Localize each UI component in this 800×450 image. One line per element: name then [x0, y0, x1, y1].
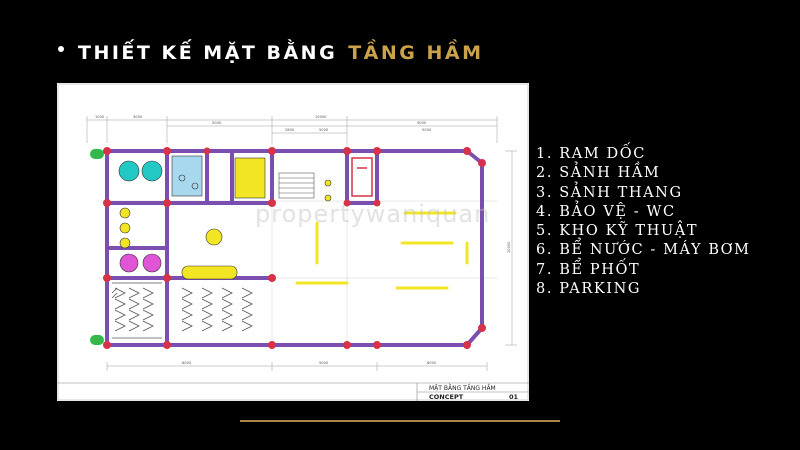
title-block: MẶT BẰNG TẦNG HẦM CONCEPT 01 — [57, 382, 529, 401]
ramp-right-chevrons — [181, 287, 253, 332]
dim-top-7: 9000 — [417, 121, 427, 125]
dimension-lines-bottom — [106, 362, 488, 371]
dim-top-4: 10000 — [315, 115, 327, 119]
legend-item-2: 2. SẢNH HẦM — [536, 165, 661, 182]
building-walls — [105, 149, 484, 347]
septic-tanks-magenta — [119, 253, 162, 273]
dimension-lines-top — [86, 116, 498, 143]
dim-bottom-2: 5000 — [319, 361, 329, 365]
legend-item-4: 4. BẢO VỆ - WC — [536, 203, 676, 220]
structural-columns — [103, 147, 486, 349]
ramp-cap-bottom-left — [90, 335, 104, 345]
dimension-line-right — [505, 150, 517, 346]
dim-bottom-1: 6000 — [182, 361, 192, 365]
equipment-yellow — [119, 157, 332, 280]
water-tank-2 — [141, 160, 163, 182]
ramp-cap-top-left — [90, 149, 104, 159]
stair-hall — [278, 172, 315, 199]
room-legend: 1. RAM DỐC 2. SẢNH HẦM 3. SẢNH THANG 4. … — [536, 145, 791, 299]
dim-top-3: 5000 — [212, 121, 222, 125]
parking-markings — [295, 211, 469, 290]
legend-item-1: 1. RAM DỐC — [536, 146, 646, 162]
water-tank-1 — [118, 160, 140, 182]
dim-bottom-3: 6000 — [427, 361, 437, 365]
legend-item-8: 8. PARKING — [536, 281, 642, 298]
wc-fixtures — [171, 155, 203, 197]
slide-title: THIẾT KẾ MẶT BẰNG TẦNG HẦM — [58, 40, 483, 66]
title-highlight: TẦNG HẦM — [348, 42, 484, 64]
legend-item-3: 3. SẢNH THANG — [536, 184, 683, 201]
title-bullet-icon — [58, 46, 64, 52]
sheet-title: MẶT BẰNG TẦNG HẦM — [429, 384, 496, 392]
tech-room — [351, 157, 373, 197]
ramp-end-caps — [90, 149, 104, 345]
septic-tank-2 — [142, 253, 162, 273]
dimension-text-top: 1000 3000 5000 10000 2800 5000 9000 5000 — [95, 115, 432, 132]
concept-number: 01 — [509, 393, 519, 401]
water-tanks-cyan — [118, 160, 163, 182]
legend-item-7: 7. BỂ PHỐT — [536, 261, 641, 278]
septic-tank-1 — [119, 253, 139, 273]
title-main: THIẾT KẾ MẶT BẰNG — [78, 42, 338, 64]
floor-plan-drawing: 1000 3000 5000 10000 2800 5000 9000 5000… — [57, 83, 529, 401]
floor-plan-sheet: 1000 3000 5000 10000 2800 5000 9000 5000… — [57, 83, 529, 401]
ramp-left-chevrons — [114, 287, 154, 332]
concept-label: CONCEPT — [429, 393, 464, 401]
dim-top-8: 5000 — [422, 128, 432, 132]
watermark-text: propertywaniquan — [255, 200, 491, 228]
ramp-hatching — [111, 282, 253, 339]
sheet-border — [57, 83, 529, 401]
dim-top-6: 5000 — [319, 128, 329, 132]
gold-divider-line — [240, 420, 560, 422]
legend-item-6: 6. BỂ NƯỚC - MÁY BƠM — [536, 242, 751, 259]
dim-top-5: 2800 — [285, 128, 295, 132]
dim-right: 10000 — [507, 241, 511, 253]
dim-top-1: 1000 — [95, 115, 105, 119]
legend-item-5: 5. KHO KỸ THUẬT — [536, 223, 699, 240]
dim-top-2: 3000 — [133, 115, 143, 119]
